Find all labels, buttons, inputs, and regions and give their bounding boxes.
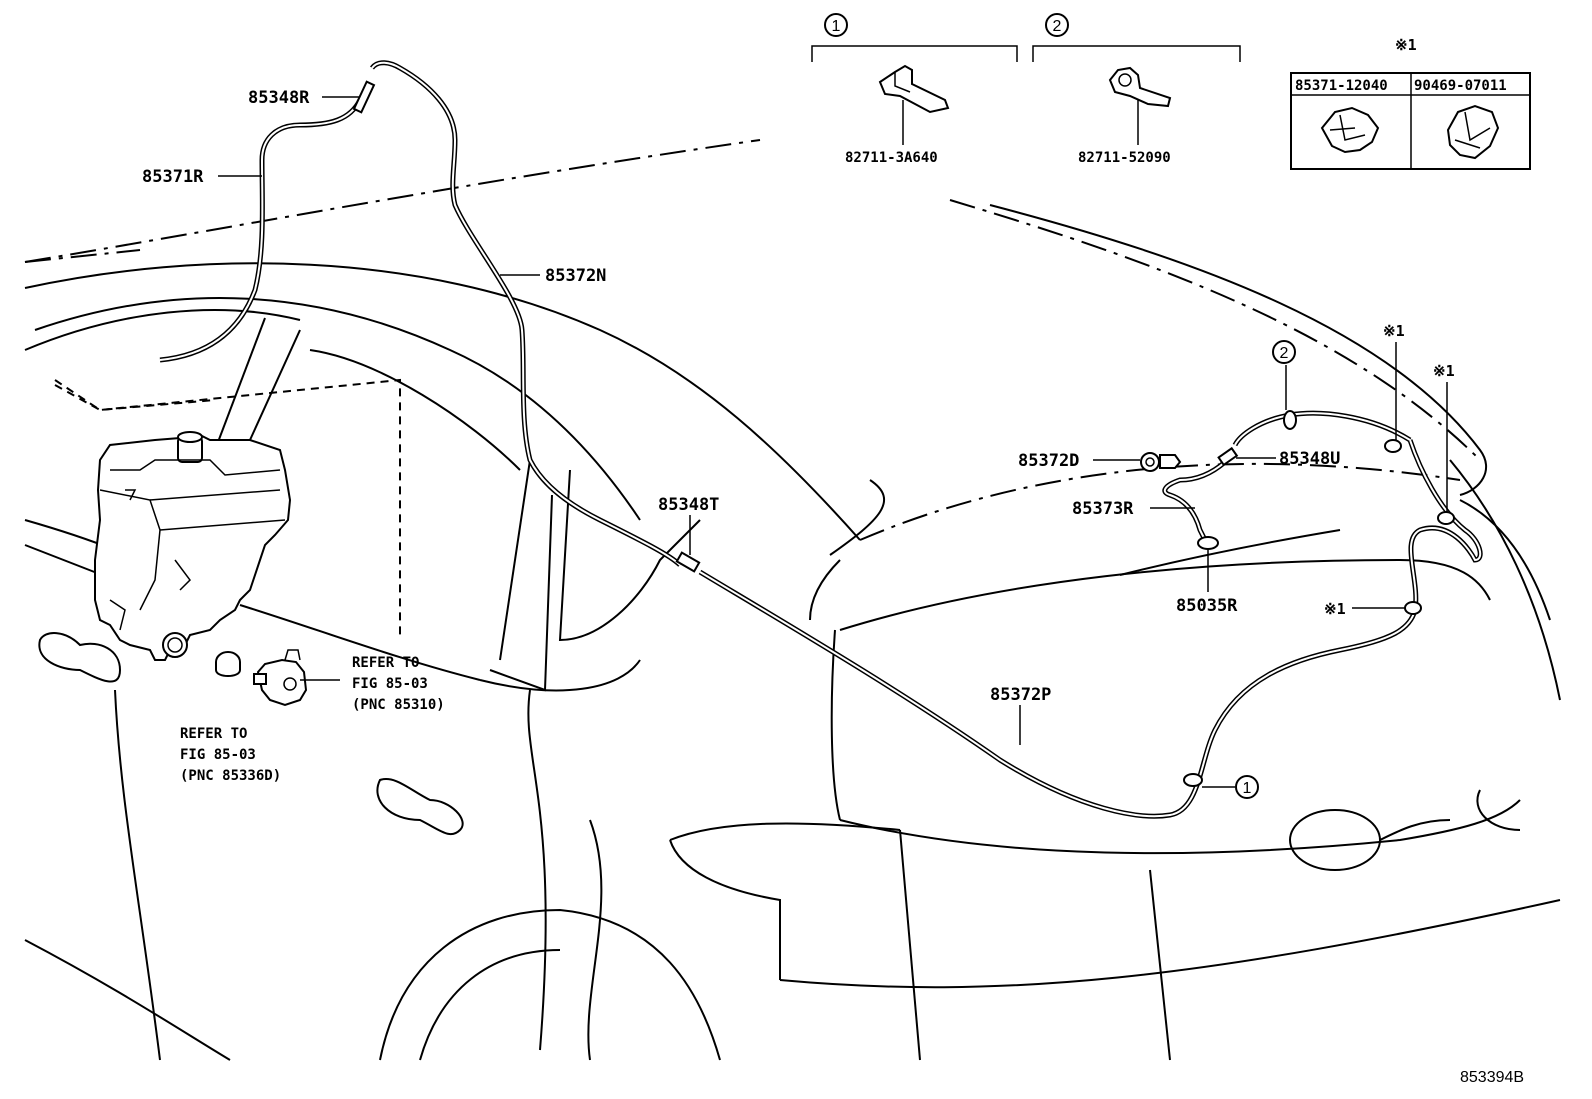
svg-text:2: 2	[1053, 18, 1062, 35]
connector-85348r	[352, 80, 376, 114]
note-mark-1b: ※1	[1433, 362, 1455, 380]
label-85348t: 85348T	[658, 495, 719, 515]
svg-text:REFER TO: REFER TO	[352, 655, 419, 671]
svg-text:1: 1	[832, 18, 841, 35]
svg-text:(PNC 85310): (PNC 85310)	[352, 697, 445, 713]
reference-pnc-85310: REFER TO FIG 85-03 (PNC 85310)	[352, 655, 445, 713]
label-85348u: 85348U	[1279, 449, 1340, 469]
figure-code: 853394B	[1460, 1069, 1524, 1086]
hose-85372p	[698, 410, 1483, 819]
label-85373r: 85373R	[1072, 499, 1134, 519]
grommet-85035r	[1197, 536, 1219, 550]
svg-text:FIG 85-03: FIG 85-03	[352, 676, 428, 692]
hose-85371r	[159, 98, 363, 363]
svg-text:FIG 85-03: FIG 85-03	[180, 747, 256, 763]
marker-circle-2: 2	[1272, 340, 1296, 364]
hose-85373r	[1162, 460, 1227, 542]
marker-circle-1: 1	[1235, 775, 1259, 799]
nozzle-85372d	[1140, 452, 1182, 472]
vehicle-body-outline	[24, 139, 1561, 1061]
leader-lines	[218, 96, 1448, 788]
label-85372p: 85372P	[990, 685, 1051, 705]
label-85372d: 85372D	[1018, 451, 1079, 471]
label-85035r: 85035R	[1176, 596, 1238, 616]
note-mark-1a: ※1	[1383, 322, 1405, 340]
clamp-82711-52090-icon	[1108, 66, 1172, 108]
legend-group-1: 1 82711-3A640	[811, 13, 1018, 166]
legend-note-mark: ※1	[1395, 36, 1417, 54]
note-mark-1c: ※1	[1324, 600, 1346, 618]
clamp-note-1b	[1437, 511, 1455, 525]
legend-part-82711-3a640: 82711-3A640	[845, 150, 938, 166]
clamp-marker-2	[1283, 410, 1297, 430]
label-85371r: 85371R	[142, 167, 204, 187]
connector-85348t	[675, 551, 701, 573]
label-85348r: 85348R	[248, 88, 310, 108]
connector-85348u	[1217, 446, 1239, 467]
svg-text:2: 2	[1280, 345, 1289, 362]
hose-85372n	[370, 60, 682, 567]
washer-tank	[94, 431, 292, 661]
legend-part-90469-07011: 90469-07011	[1414, 78, 1507, 94]
clip-90469-07011-icon	[1446, 104, 1500, 160]
clamp-note-1a	[1384, 439, 1402, 453]
clamp-82711-3a640-icon	[878, 64, 950, 114]
svg-text:REFER TO: REFER TO	[180, 726, 247, 742]
wiper-blade	[1119, 529, 1341, 576]
grommet-85336d	[215, 651, 241, 677]
legend-group-2: 2 82711-52090	[1032, 13, 1241, 166]
reference-pnc-85336d: REFER TO FIG 85-03 (PNC 85336D)	[180, 726, 281, 784]
label-85372n: 85372N	[545, 266, 606, 286]
legend-note-table: ※1 85371-12040 90469-07011	[1290, 36, 1531, 170]
svg-text:(PNC 85336D): (PNC 85336D)	[180, 768, 281, 784]
svg-text:1: 1	[1243, 780, 1252, 797]
clamp-note-1c	[1404, 601, 1422, 615]
clamp-marker-1	[1183, 773, 1203, 787]
legend-part-82711-52090: 82711-52090	[1078, 150, 1171, 166]
washer-pump-85310	[253, 649, 308, 707]
clip-85371-12040-icon	[1320, 106, 1380, 154]
legend-part-85371-12040: 85371-12040	[1295, 78, 1388, 94]
